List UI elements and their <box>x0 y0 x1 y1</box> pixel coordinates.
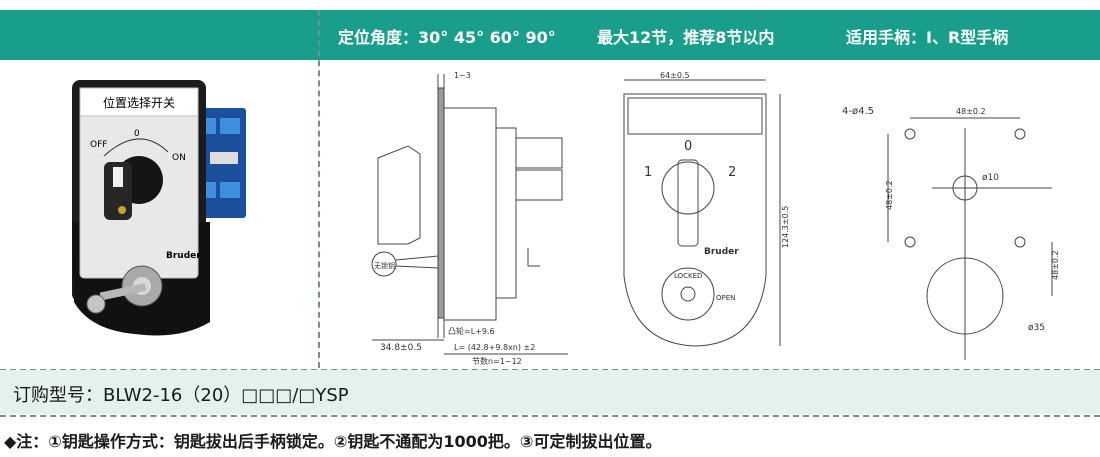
front-brand: Bruder <box>704 247 739 257</box>
panel-thickness: 1~3 <box>454 71 471 80</box>
order-bottom-rule <box>0 415 1100 417</box>
dim-width: 64±0.5 <box>660 71 690 80</box>
spec-angles: 定位角度：30° 45° 60° 90° <box>338 28 556 47</box>
dim-v-spacing-left: 48±0.2 <box>885 180 894 210</box>
dim-cam: 凸轮=L+9.6 <box>448 326 495 336</box>
handle <box>104 162 132 220</box>
dim-height: 124.3±0.5 <box>781 206 790 248</box>
dim-sections: 节数n=1~12 <box>472 356 522 366</box>
dim-v-spacing-right: 48±0.2 <box>1051 250 1060 280</box>
plate-brand: Bruder <box>166 251 201 261</box>
front-pos-1: 1 <box>644 165 652 180</box>
dim-length: L= (42.8+9.8xn) ±2 <box>454 343 535 352</box>
spec-max-sections: 最大12节，推荐8节以内 <box>597 28 775 47</box>
dim-lock-hole: ø35 <box>1028 323 1045 333</box>
side-view-drawing: 1~3 无锁钥 34.8±0.5 凸轮=L+9.6 L= (42.8+9.8xn… <box>371 71 568 366</box>
key <box>99 283 147 301</box>
mount-hole <box>1014 236 1026 248</box>
dim-h-spacing: 48±0.2 <box>956 107 986 116</box>
mounting-panel <box>437 87 445 319</box>
front-locked: LOCKED <box>674 272 702 280</box>
order-bar: 订购型号：BLW2-16（20）□□□/□YSP <box>0 370 1100 414</box>
key-label: 无锁钥 <box>374 261 395 270</box>
plate-on: ON <box>172 153 186 163</box>
panel-divider <box>318 10 320 368</box>
front-outline <box>623 93 767 347</box>
front-pos-0: 0 <box>684 139 692 154</box>
mount-hole <box>904 236 916 248</box>
front-open: OPEN <box>716 294 735 302</box>
plate-off: OFF <box>90 140 107 150</box>
dim-center-hole: ø10 <box>982 173 999 183</box>
spec-header-bar: 定位角度：30° 45° 60° 90° 最大12节，推荐8节以内 适用手柄：I… <box>0 10 1100 60</box>
dim-holes: 4-ø4.5 <box>842 106 874 117</box>
cutout-drawing: 4-ø4.5 48±0.2 ø10 48±0.2 ø35 48±0.2 <box>842 106 1060 360</box>
order-model: 订购型号：BLW2-16（20）□□□/□YSP <box>13 385 349 406</box>
front-view-drawing: 64±0.5 0 1 2 Bruder LOCKED OPEN 124.3±0.… <box>623 71 790 347</box>
spec-handle: 适用手柄：I、R型手柄 <box>846 28 1009 47</box>
mount-hole <box>904 128 916 140</box>
product-photo: 位置选择开关 OFF 0 ON Bruder <box>72 80 246 336</box>
front-pos-2: 2 <box>728 165 736 180</box>
lock-hole <box>926 257 1004 335</box>
dim-depth-left: 34.8±0.5 <box>380 343 422 353</box>
mount-hole <box>1014 128 1026 140</box>
plate-title: 位置选择开关 <box>103 95 175 110</box>
plate-zero: 0 <box>134 129 140 139</box>
note-text: ◆注：①钥匙操作方式：钥匙拔出后手柄锁定。②钥匙不通配为1000把。③可定制拔出… <box>4 432 662 451</box>
